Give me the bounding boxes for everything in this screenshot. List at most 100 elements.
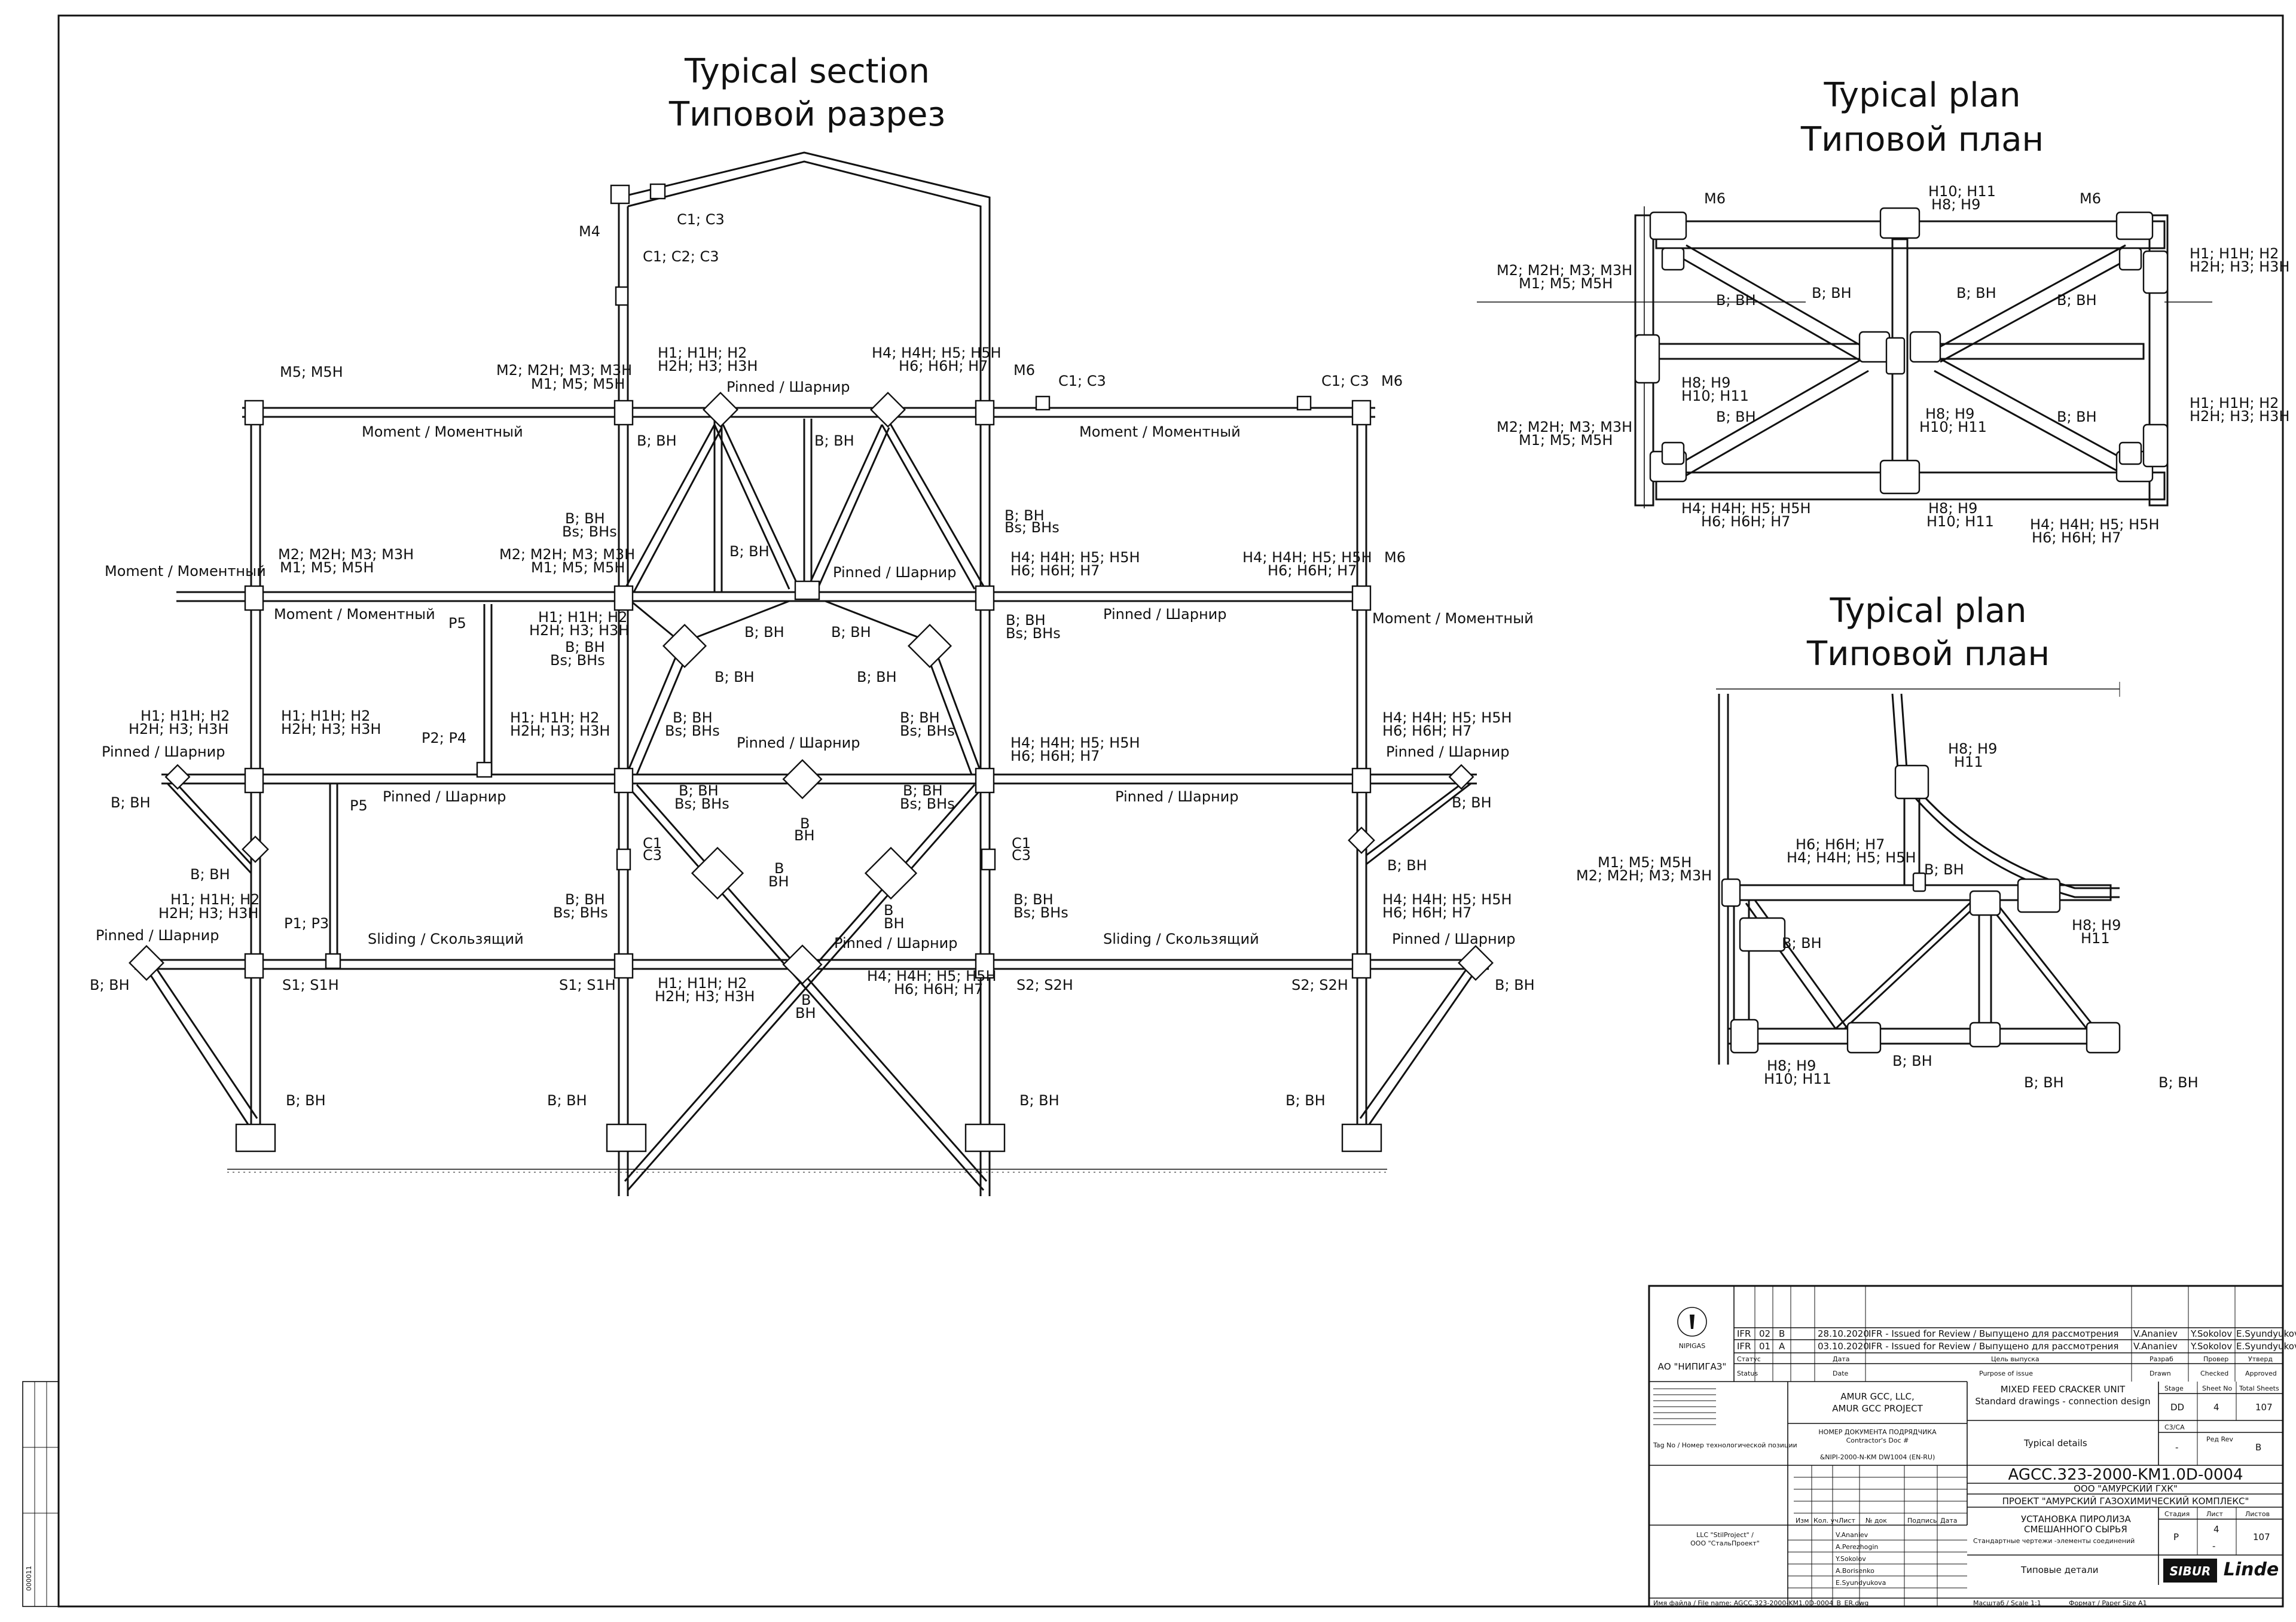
title-block-rev-rows-1-approved-label: E.Syundyukova: [2236, 1341, 2296, 1352]
section-labels-bbh-3-label: B; BH: [729, 543, 770, 560]
section-labels-p2p4-label: P2; P4: [422, 730, 466, 746]
section-labels-bbhs-8b-label: Bs; BHs: [900, 795, 955, 812]
scale: Масштаб / Scale 1:1: [1973, 1599, 2041, 1607]
title-block-rev-head-drawn-ru-label: Разраб: [2150, 1355, 2173, 1363]
section-labels-h1-m3a-label: H1; H1H; H2: [281, 708, 370, 724]
section-labels-bbhs-1b-label: Bs; BHs: [1004, 519, 1060, 536]
sheet-value: 4: [2213, 1402, 2219, 1413]
title-plan1-ru: Типовой план: [1800, 120, 2044, 159]
title-block-col-list-label: Лист: [1839, 1517, 1855, 1525]
title-plan1-en: Typical plan: [1823, 76, 2020, 115]
title-plan2-ru: Типовой план: [1806, 635, 2050, 673]
section-labels-p1p3-label: P1; P3: [284, 915, 329, 932]
section-labels-c1c3-b-label: C1; C3: [1321, 373, 1369, 389]
section-labels-c1c3-a-label: C1; C3: [1058, 373, 1106, 389]
title-block-names-0-label: V.Ananiev: [1836, 1531, 1868, 1539]
section-labels-c1c2c3-label: C1; C2; C3: [643, 248, 719, 265]
nipigas-logo-icon: [1677, 1307, 1707, 1337]
title-block-stage-dash-label: -: [2212, 1541, 2215, 1551]
title-block-ustanovka-label: УСТАНОВКА ПИРОЛИЗА: [2021, 1514, 2132, 1525]
plan2-labels-bbh-3-label: B; BH: [1892, 1053, 1932, 1069]
section-labels-m2-r2b-label: M1; M5; M5H: [280, 559, 374, 576]
title-block-rev-head-checked-ru-label: Провер: [2203, 1355, 2228, 1363]
title-block-rev-head-drawn-label: Drawn: [2150, 1370, 2171, 1377]
title-block-dash-label: -: [2175, 1442, 2178, 1453]
contractor-doc-number: &NIPI-2000-N-KM DW1004 (EN-RU): [1820, 1453, 1935, 1461]
plan1-labels: M6 H10; H11 H8; H9 M6 M2; M2H; M3; M3H M…: [1497, 183, 2289, 546]
plan2-labels-h8-bot-a-label: H8; H9: [1767, 1057, 1816, 1074]
title-block-listov-label: Листов: [2245, 1510, 2270, 1518]
section-labels-bbh-1-label: B; BH: [637, 432, 677, 449]
section-labels-h4-r4a-label: H4; H4H; H5; H5H: [1382, 891, 1512, 908]
plan2-labels-bbh-2-label: B; BH: [1782, 935, 1822, 952]
section-labels-b-x1a-label: B: [800, 815, 810, 832]
plan1-labels-bbh-4-label: B; BH: [2057, 292, 2097, 309]
section-labels-bbh-8-label: B; BH: [857, 669, 897, 685]
title-block-smesh-label: СМЕШАННОГО СЫРЬЯ: [2024, 1524, 2127, 1535]
section-labels-pinned-5-label: Pinned / Шарнир: [383, 788, 506, 805]
title-block-stadiya-label: Стадия: [2164, 1510, 2190, 1518]
section-labels-h1-c3b-label: H2H; H3; H3H: [510, 722, 610, 739]
section-labels-m4-label: M4: [579, 223, 600, 240]
section-labels-bbhs-7a-label: B; BH: [679, 782, 719, 799]
section-labels-m2-r1a-label: M2; M2H; M3; M3H: [496, 362, 632, 379]
title-block-rev-h-label: Ред Rev: [2206, 1435, 2233, 1443]
section-labels-s2s2h-b-label: S2; S2H: [1292, 977, 1348, 993]
plan2-labels-bbh-1-label: B; BH: [1924, 861, 1964, 878]
section-labels-bbhs-5b-label: Bs; BHs: [665, 722, 720, 739]
title-block-project-ru-label: ПРОЕКТ "АМУРСКИЙ ГАЗОХИМИЧЕСКИЙ КОМПЛЕКС…: [2002, 1495, 2249, 1507]
plan2-labels-h8-bot-b-label: H10; H11: [1764, 1071, 1831, 1087]
tag-no-label: Tag No / Номер технологической позиции: [1653, 1441, 1797, 1449]
plan1-labels-h4-rb-label: H6; H6H; H7: [2032, 529, 2121, 546]
title-block-col-izm-label: Изм: [1796, 1517, 1809, 1525]
section-labels-b-x3b-label: BH: [884, 915, 905, 932]
section-labels-bbhs-8a-label: B; BH: [903, 782, 943, 799]
section-labels-h1-c5b-label: H2H; H3; H3H: [655, 988, 755, 1005]
paper-size: Формат / Paper Size A1: [2069, 1599, 2147, 1607]
plan1-labels-bbh-5-label: B; BH: [1716, 408, 1756, 425]
plan1-labels-h8-c-b-label: H10; H11: [1919, 419, 1987, 435]
plan1-labels-h10-top-b-label: H8; H9: [1931, 196, 1980, 213]
approval-list-lines: [1653, 1388, 1716, 1425]
title-block-rev-head-date-label: Date: [1833, 1370, 1849, 1377]
section-labels-bbh-l5-label: B; BH: [90, 977, 130, 993]
unit-subtitle: Standard drawings - connection design: [1975, 1396, 2150, 1407]
section-labels-h1-l4a-label: H1; H1H; H2: [170, 891, 259, 908]
section-labels-b-x2b-label: BH: [768, 873, 789, 890]
section-labels-h1-r2b-label: H2H; H3; H3H: [529, 622, 629, 639]
title-block-rev-rows-0-num-label: 02: [1759, 1328, 1770, 1339]
section-labels-moment-3-label: Moment / Моментный: [274, 606, 435, 623]
section-labels-sliding-2-label: Sliding / Скользящий: [1103, 931, 1259, 947]
plan1-labels-h8-bot-b-label: H10; H11: [1926, 513, 1994, 530]
total-sheets-value: 107: [2255, 1402, 2273, 1413]
section-labels-sliding-1-label: Sliding / Скользящий: [368, 931, 524, 947]
title-block-stilgroup-2-label: ООО "СтальПроект": [1690, 1539, 1760, 1547]
section-labels-pinned-l4-label: Pinned / Шарнир: [96, 927, 219, 944]
title-block-stilgroup-1-label: LLC "StilProject" /: [1696, 1531, 1754, 1539]
title-block-col-podp-label: Подпись: [1907, 1517, 1937, 1525]
section-labels-h4-r1b-label: H6; H6H; H7: [899, 358, 988, 374]
plan1-labels-m2-l2b-label: M1; M5; M5H: [1519, 432, 1613, 449]
section-labels-moment-2-label: Moment / Моментный: [1079, 423, 1241, 440]
section-labels-moment-4-label: Moment / Моментный: [1372, 610, 1534, 627]
plan1-labels-h8-bot-a-label: H8; H9: [1928, 500, 1977, 517]
section-labels-bbhs-3a-label: B; BH: [565, 639, 605, 655]
section-labels-bbh-l4-label: B; BH: [190, 866, 230, 883]
plan2-labels-bbh-5-label: B; BH: [2158, 1074, 2199, 1091]
title-block-rev-rows-1-status-label: IFR: [1737, 1341, 1751, 1352]
side-strip-code: 000011: [25, 1566, 33, 1591]
title-block-names-1-label: A.Perezhogin: [1836, 1543, 1878, 1551]
plan1-labels-h4-lb-label: H6; H6H; H7: [1701, 513, 1790, 530]
section-labels-bbh-r5-label: B; BH: [1495, 977, 1535, 993]
plan1-labels-h1-r2b-label: H2H; H3; H3H: [2190, 408, 2289, 425]
plan1-labels-bbh-6-label: B; BH: [2057, 408, 2097, 425]
section-labels-h1-r2a-label: H1; H1H; H2: [538, 609, 627, 626]
plan2-labels-m1-a-label: M1; M5; M5H: [1598, 854, 1692, 871]
unit-title: MIXED FEED CRACKER UNIT: [2001, 1384, 2126, 1395]
section-labels-pinned-3-label: Pinned / Шарнир: [1103, 606, 1227, 623]
section-labels-moment-1-label: Moment / Моментный: [362, 423, 523, 440]
plan2-structure: [1716, 682, 2121, 1065]
signatory-names: V.Ananiev A.Perezhogin Y.Sokolov A.Boris…: [1835, 1531, 1886, 1587]
section-labels-bbhs-4b-label: Bs; BHs: [1006, 625, 1061, 642]
